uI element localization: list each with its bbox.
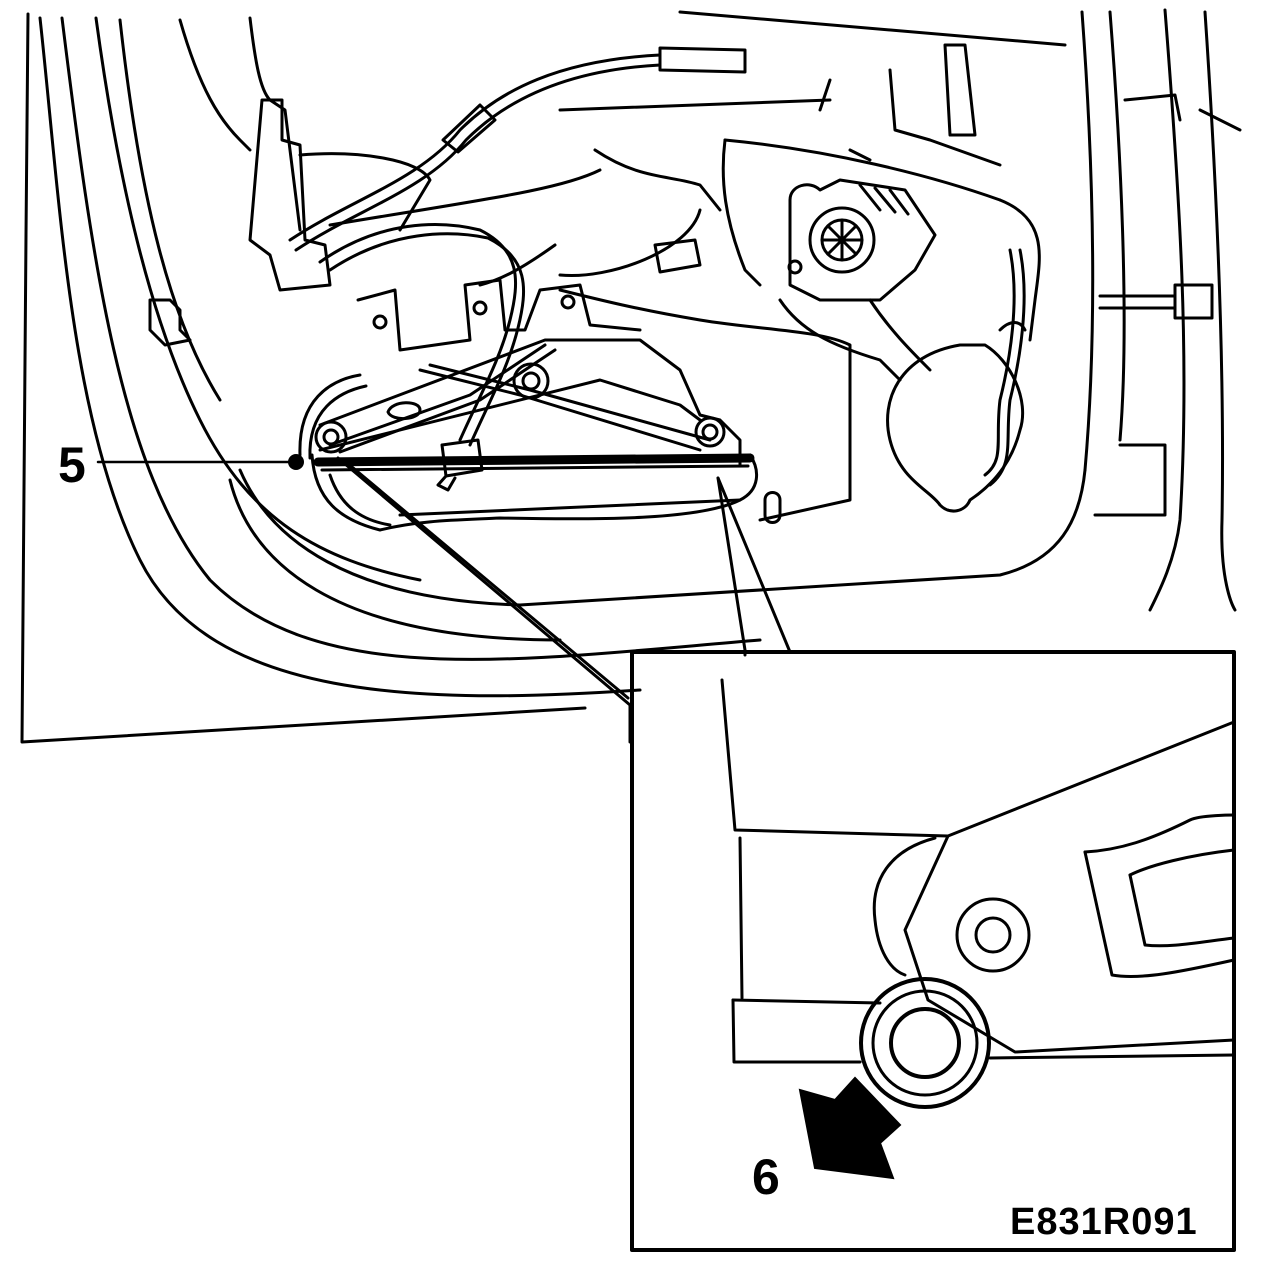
window-regulator xyxy=(298,338,759,532)
drain-slot xyxy=(763,491,782,524)
detail-view xyxy=(720,678,1236,1109)
door-handle-bracket xyxy=(148,98,332,347)
guide-rail xyxy=(313,453,755,472)
door-outline xyxy=(20,8,1242,744)
callout-label-6: 6 xyxy=(752,1149,780,1205)
regulator-mounting-plate xyxy=(356,278,642,352)
callout-5-leader xyxy=(96,454,304,470)
direction-arrow-icon xyxy=(798,1076,902,1180)
speaker-opening xyxy=(886,321,1027,513)
inner-panel xyxy=(178,10,1067,522)
figure-id-label: E831R091 xyxy=(1010,1201,1198,1243)
callout-label-5: 5 xyxy=(58,437,86,493)
regulator-connector xyxy=(436,438,484,492)
detail-frame xyxy=(630,650,1236,1252)
motor-icon xyxy=(787,178,937,302)
